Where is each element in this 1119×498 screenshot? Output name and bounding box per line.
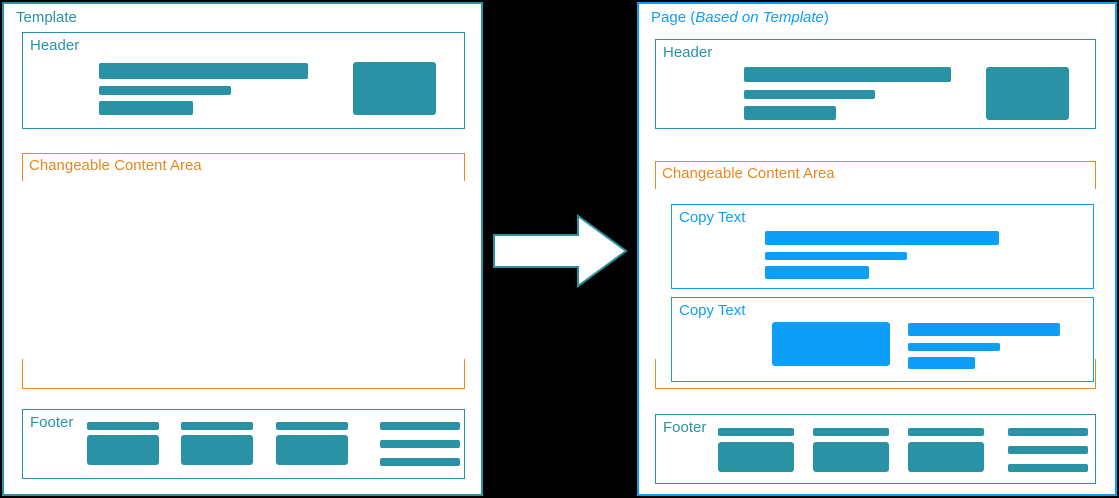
page-header-image-block <box>986 67 1069 120</box>
page-footer-col2-block <box>813 442 889 472</box>
page-footer-label: Footer <box>663 419 707 436</box>
page-copy-text-2-bar-2 <box>908 343 1000 351</box>
page-content-frame-edge-left-top <box>655 161 656 189</box>
page-content-frame-edge-left-bottom <box>655 359 656 389</box>
page-header-label: Header <box>663 44 713 61</box>
template-header-label: Header <box>30 37 80 54</box>
template-panel: Template Header Changeable Content Area … <box>2 2 483 496</box>
right-arrow-icon <box>492 214 628 288</box>
page-copy-text-1-label: Copy Text <box>679 209 746 226</box>
page-header-section: Header <box>655 39 1096 129</box>
page-copy-text-2-bar-3 <box>908 357 975 369</box>
page-copy-text-2-bar-1 <box>908 323 1060 336</box>
template-footer-col4-bar-2 <box>380 440 460 448</box>
template-panel-title: Template <box>16 8 77 28</box>
content-frame-edge-right-top <box>464 153 465 181</box>
template-changeable-content-area: Changeable Content Area <box>22 153 465 389</box>
page-panel-title-suffix: ) <box>823 9 829 26</box>
page-footer-col4-bar-2 <box>1008 446 1088 454</box>
template-footer-col4-bar-3 <box>380 458 460 466</box>
content-frame-edge-top <box>22 153 465 154</box>
page-header-bar-3 <box>744 106 836 120</box>
content-frame-edge-left-bottom <box>22 359 23 389</box>
template-panel-title-text: Template <box>16 9 77 26</box>
page-content-frame-edge-right-bottom <box>1095 359 1096 389</box>
template-footer-col3-block <box>276 435 348 465</box>
page-copy-text-2-label: Copy Text <box>679 302 746 319</box>
page-copy-text-block-1: Copy Text <box>671 204 1094 289</box>
template-footer-col1-block <box>87 435 159 465</box>
template-header-section: Header <box>22 32 465 129</box>
page-footer-col3-block <box>908 442 984 472</box>
page-header-bar-2 <box>744 90 875 99</box>
page-copy-text-1-bar-1 <box>765 231 999 245</box>
template-footer-label: Footer <box>30 414 74 431</box>
template-header-bar-3 <box>99 101 193 115</box>
template-footer-col4-bar-1 <box>380 422 460 430</box>
page-panel-title-emphasis: Based on Template <box>695 9 824 26</box>
page-content-frame-edge-right-top <box>1095 161 1096 189</box>
template-changeable-content-label: Changeable Content Area <box>29 157 202 174</box>
template-footer-col2-block <box>181 435 253 465</box>
template-footer-col1-bar <box>87 422 159 430</box>
page-footer-col3-bar <box>908 428 984 436</box>
page-panel-title: Page (Based on Template) <box>651 8 829 28</box>
template-header-bar-1 <box>99 63 308 79</box>
page-copy-text-2-image-block <box>772 322 890 366</box>
page-content-frame-edge-bottom <box>655 388 1096 389</box>
template-footer-col3-bar <box>276 422 348 430</box>
template-header-image-block <box>353 62 436 115</box>
page-content-frame-edge-top <box>655 161 1096 162</box>
template-footer-col2-bar <box>181 422 253 430</box>
template-footer-section: Footer <box>22 409 465 479</box>
page-changeable-content-area: Changeable Content Area Copy Text Copy T… <box>655 161 1096 389</box>
page-panel: Page (Based on Template) Header Changeab… <box>637 2 1117 496</box>
content-frame-edge-right-bottom <box>464 359 465 389</box>
content-frame-edge-left-top <box>22 153 23 181</box>
page-footer-col1-bar <box>718 428 794 436</box>
page-footer-col1-block <box>718 442 794 472</box>
page-copy-text-1-bar-2 <box>765 252 907 260</box>
template-header-bar-2 <box>99 86 231 95</box>
content-frame-edge-bottom <box>22 388 465 389</box>
page-header-bar-1 <box>744 67 951 82</box>
page-footer-col4-bar-3 <box>1008 464 1088 472</box>
page-changeable-content-label: Changeable Content Area <box>662 165 835 182</box>
page-copy-text-1-bar-3 <box>765 266 869 279</box>
page-panel-title-prefix: Page ( <box>651 9 696 26</box>
page-copy-text-block-2: Copy Text <box>671 297 1094 382</box>
page-footer-section: Footer <box>655 414 1096 484</box>
page-footer-col2-bar <box>813 428 889 436</box>
page-footer-col4-bar-1 <box>1008 428 1088 436</box>
